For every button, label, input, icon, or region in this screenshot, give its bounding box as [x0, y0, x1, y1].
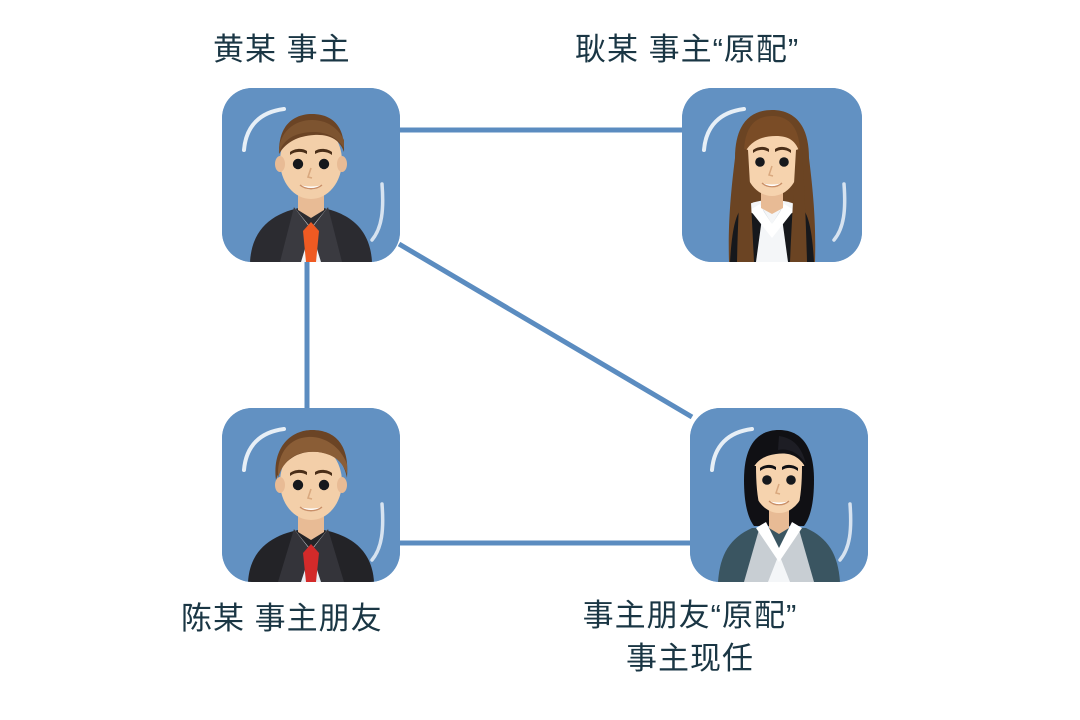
edge-huang-friend-wife [397, 241, 694, 420]
node-label-chen: 陈某 事主朋友 [181, 600, 383, 639]
node-label-friend-wife: 事主朋友“原配” 事主现任 [583, 597, 798, 679]
node-label-huang: 黄某 事主 [213, 31, 351, 70]
node-friend-wife-avatar-tile[interactable] [690, 408, 868, 582]
man-avatar [222, 408, 400, 582]
woman-avatar [682, 88, 862, 262]
node-label-friend-wife-line1: 事主朋友“原配” [582, 598, 798, 633]
node-label-friend-wife-line2: 事主现任 [626, 640, 754, 676]
node-label-geng: 耿某 事主“原配” [575, 31, 799, 70]
woman-avatar [690, 408, 868, 582]
node-huang-avatar-tile[interactable] [222, 88, 400, 262]
node-label-chen-line1: 陈某 事主朋友 [181, 601, 383, 636]
node-geng-avatar-tile[interactable] [682, 88, 862, 262]
node-chen-avatar-tile[interactable] [222, 408, 400, 582]
man-avatar [222, 88, 400, 262]
node-label-geng-line1: 耿某 事主“原配” [575, 32, 800, 67]
node-label-huang-line1: 黄某 事主 [213, 32, 351, 67]
